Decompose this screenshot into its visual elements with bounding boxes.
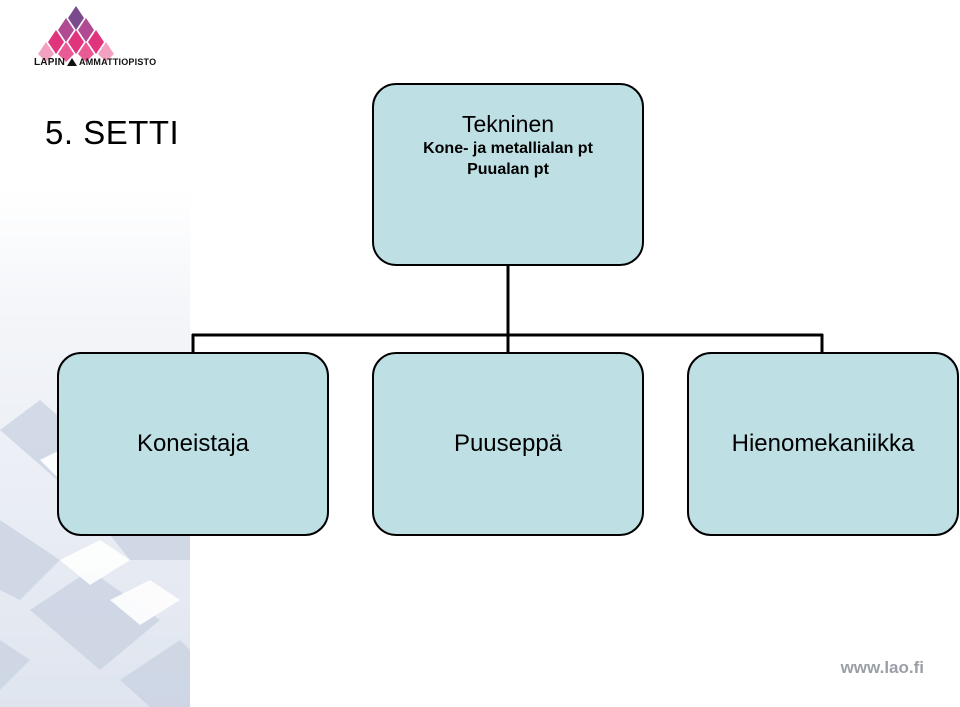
logo-word-lapin: LAPIN xyxy=(34,57,65,68)
diagram-child-node-koneistaja: Koneistaja xyxy=(57,352,329,536)
child-node-label: Puuseppä xyxy=(453,430,563,457)
root-node-title: Tekninen xyxy=(461,111,555,137)
website-link[interactable]: www.lao.fi xyxy=(840,658,924,677)
root-node-line-1: Kone- ja metallialan pt xyxy=(423,140,593,157)
logo-wordmark: LAPIN AMMATTIOPISTO xyxy=(34,57,156,68)
slide-title: 5. SETTI xyxy=(45,114,180,151)
root-node-line-2: Puualan pt xyxy=(467,161,549,178)
child-node-label: Koneistaja xyxy=(136,430,250,457)
diagram-child-node-puuseppa: Puuseppä xyxy=(372,352,644,536)
child-node-label: Hienomekaniikka xyxy=(731,430,915,457)
logo-a-triangle-icon xyxy=(67,58,77,66)
logo-word-ammattiopisto: AMMATTIOPISTO xyxy=(79,57,157,67)
diagram-child-node-hienomekaniikka: Hienomekaniikka xyxy=(687,352,959,536)
lapin-ammattiopisto-logo-icon xyxy=(38,6,114,62)
diagram-root-node: Tekninen Kone- ja metallialan pt Puualan… xyxy=(372,83,644,266)
